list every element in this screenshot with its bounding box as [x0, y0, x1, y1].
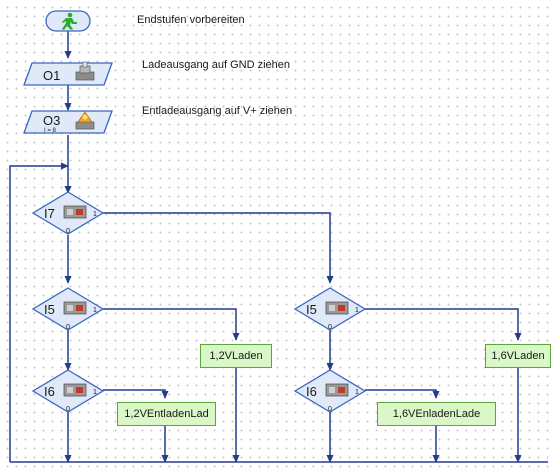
switch-input-icon: [63, 301, 87, 315]
subprogram-1-6v-laden[interactable]: 1,6VLaden: [485, 344, 551, 368]
lamp-output-icon: [75, 61, 95, 81]
switch-input-icon: [63, 383, 87, 397]
switch-input-icon: [63, 205, 87, 219]
flow-i6l-yes: [103, 389, 169, 399]
output-o1[interactable]: O1: [23, 61, 113, 86]
flow-i6r-yes: [365, 389, 440, 399]
start-element[interactable]: [45, 10, 91, 32]
branch-i5-left-no-port: 0: [66, 324, 70, 331]
branch-i5-right-yes-port: 1: [355, 307, 359, 314]
branch-i6-right[interactable]: I6 1 0: [293, 369, 367, 413]
flow-i5l-yes: [103, 308, 240, 341]
branch-i5-right-label: I5: [306, 302, 317, 317]
branch-i6-right-no-port: 0: [328, 406, 332, 413]
branch-i5-left-label: I5: [44, 302, 55, 317]
output-o3[interactable]: O3 I = 8: [23, 110, 113, 134]
branch-i6-right-yes-port: 1: [355, 389, 359, 396]
branch-i7-label: I7: [44, 206, 55, 221]
branch-i6-left-yes-port: 1: [93, 389, 97, 396]
branch-i6-right-label: I6: [306, 384, 317, 399]
subprogram-1-2v-laden[interactable]: 1,2VLaden: [200, 344, 272, 368]
annotation-start: Endstufen vorbereiten: [137, 14, 245, 26]
subprogram-1-2v-entladen[interactable]: 1,2VEntladenLad: [117, 402, 216, 426]
branch-i7-no-port: 0: [66, 228, 70, 235]
subprogram-1-6v-entladen[interactable]: 1,6VEnladenLade: [377, 402, 496, 426]
branch-i6-left-label: I6: [44, 384, 55, 399]
branch-i5-right[interactable]: I5 1 0: [293, 287, 367, 331]
flow-i7-yes: [103, 212, 334, 284]
flow-lines: [9, 30, 548, 463]
lamp-on-output-icon: [75, 111, 95, 130]
flow-loop-back: [9, 162, 69, 462]
branch-i7[interactable]: I7 1 0: [31, 191, 105, 235]
output-o3-sublabel: I = 8: [44, 128, 57, 134]
branch-i5-left[interactable]: I5 1 0: [31, 287, 105, 331]
branch-i7-yes-port: 1: [93, 211, 97, 218]
switch-input-icon: [325, 383, 349, 397]
branch-i6-left[interactable]: I6 1 0: [31, 369, 105, 413]
output-o1-label: O1: [43, 68, 60, 83]
flow-i5r-yes: [365, 308, 522, 341]
branch-i6-left-no-port: 0: [66, 406, 70, 413]
branch-i5-left-yes-port: 1: [93, 307, 97, 314]
branch-i5-right-no-port: 0: [328, 324, 332, 331]
switch-input-icon: [325, 301, 349, 315]
annotation-o1: Ladeausgang auf GND ziehen: [142, 59, 290, 71]
output-o3-label: O3: [43, 113, 60, 128]
running-man-icon: [62, 12, 77, 30]
annotation-o3: Entladeausgang auf V+ ziehen: [142, 105, 293, 117]
